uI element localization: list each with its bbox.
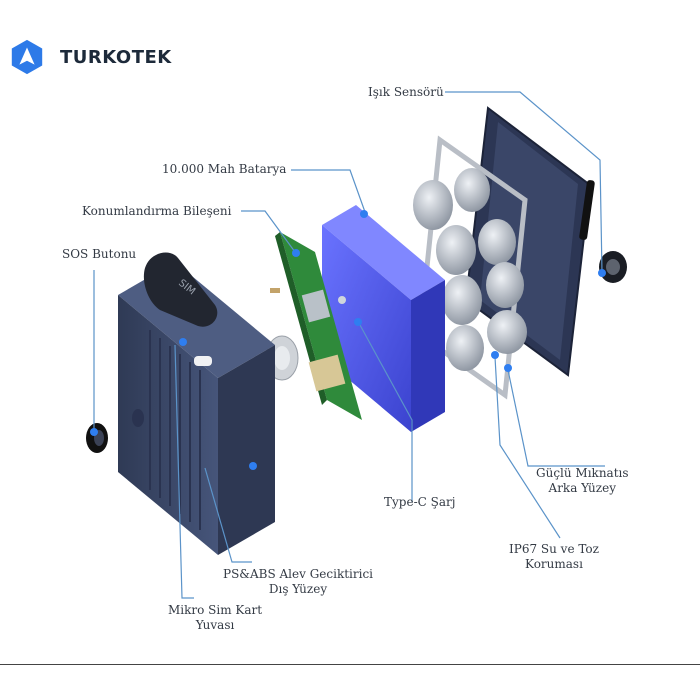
label-sos: SOS Butonu bbox=[62, 247, 137, 261]
label-light-sensor: Işık Sensörü bbox=[368, 85, 444, 99]
brand-name: TURKOTEK bbox=[60, 46, 172, 68]
label-shell-line2: Dış Yüzey bbox=[268, 582, 328, 596]
label-shell: PS&ABS Alev Geciktirici Dış Yüzey bbox=[223, 567, 373, 597]
label-sim: Mikro Sim Kart Yuvası bbox=[168, 603, 262, 633]
battery-pack bbox=[322, 205, 445, 432]
label-ip67: IP67 Su ve Toz Koruması bbox=[509, 542, 599, 572]
label-battery: 10.000 Mah Batarya bbox=[162, 162, 287, 176]
light-sensor bbox=[599, 251, 627, 283]
label-sim-line1: Mikro Sim Kart bbox=[168, 603, 263, 617]
label-magnet-line2: Arka Yüzey bbox=[548, 481, 616, 495]
footer-divider bbox=[0, 664, 700, 665]
label-shell-line1: PS&ABS Alev Geciktirici bbox=[223, 567, 374, 581]
label-positioning: Konumlandırma Bileşeni bbox=[82, 204, 232, 218]
label-sim-line2: Yuvası bbox=[195, 618, 235, 632]
label-magnet: Güçlü Mıknatıs Arka Yüzey bbox=[536, 466, 629, 496]
magnet-array bbox=[413, 168, 527, 371]
pcb-board bbox=[270, 232, 362, 420]
callout-dots bbox=[90, 210, 606, 470]
brand-hexagon-icon bbox=[11, 39, 43, 75]
label-typec: Type-C Şarj bbox=[384, 495, 456, 509]
light-sensor-slot bbox=[579, 180, 595, 240]
label-magnet-line1: Güçlü Mıknatıs bbox=[536, 466, 629, 480]
sim-cap: SIM bbox=[143, 252, 218, 327]
sos-button-part bbox=[86, 423, 108, 453]
callout-lines bbox=[93, 91, 605, 599]
label-ip67-line2: Koruması bbox=[525, 557, 583, 571]
brand-logo: TURKOTEK bbox=[8, 38, 172, 76]
label-ip67-line1: IP67 Su ve Toz bbox=[509, 542, 599, 556]
